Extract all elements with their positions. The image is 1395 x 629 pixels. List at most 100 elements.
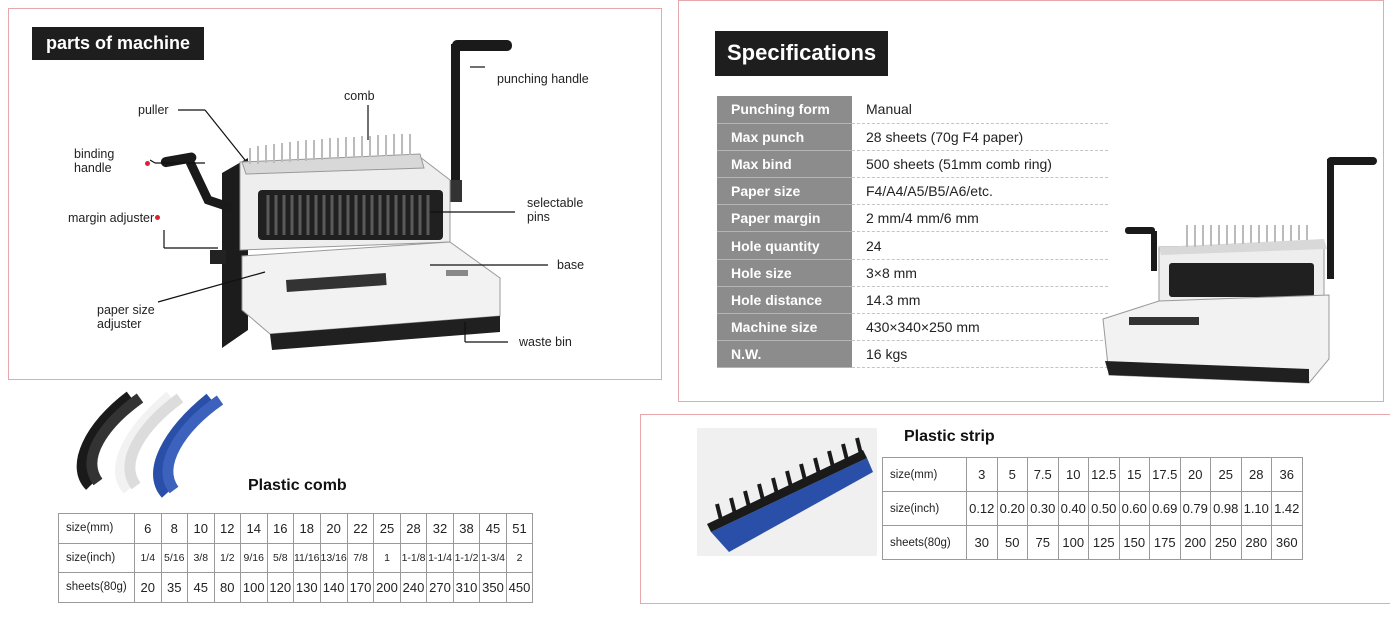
spec-key: Hole size [717, 259, 852, 287]
table-cell: 250 [1210, 525, 1242, 560]
table-cell: 45 [187, 572, 215, 603]
table-cell: 0.50 [1088, 491, 1120, 526]
table-cell: 13/16 [319, 542, 348, 573]
table-cell: 170 [346, 572, 375, 603]
row-header: size(inch) [58, 542, 135, 573]
table-cell: 12.5 [1088, 457, 1120, 492]
table-cell: 0.69 [1149, 491, 1181, 526]
table-cell: 2 [505, 542, 534, 573]
table-cell: 25 [1210, 457, 1242, 492]
spec-key: Hole distance [717, 286, 852, 315]
table-cell: 12 [213, 513, 241, 544]
table-cell: 50 [996, 525, 1028, 560]
table-cell: 100 [1057, 525, 1089, 560]
table-cell: 130 [293, 572, 321, 603]
spec-value: 28 sheets (70g F4 paper) [852, 123, 1108, 151]
table-cell: 200 [373, 572, 401, 603]
table-cell: 3/8 [187, 542, 215, 573]
row-header: sheets(80g) [58, 572, 135, 603]
table-cell: 1-1/8 [399, 542, 428, 573]
table-cell: 14 [240, 513, 268, 544]
spec-value: 430×340×250 mm [852, 313, 1108, 342]
row-header: sheets(80g) [882, 525, 967, 560]
table-cell: 1-3/4 [479, 542, 507, 573]
table-cell: 20 [134, 572, 162, 603]
spec-value: 14.3 mm [852, 286, 1108, 315]
table-cell: 360 [1271, 525, 1303, 560]
table-cell: 1.10 [1240, 491, 1272, 526]
label-margin-adjuster: margin adjuster [68, 211, 155, 225]
label-binding-handle-dot [145, 161, 150, 166]
table-cell: 28 [1240, 457, 1272, 492]
table-cell: 240 [399, 572, 428, 603]
table-cell: 5/16 [160, 542, 188, 573]
table-cell: 38 [452, 513, 481, 544]
table-cell: 10 [1057, 457, 1089, 492]
table-cell: 1/2 [213, 542, 241, 573]
table-cell: 140 [319, 572, 348, 603]
spec-value: F4/A4/A5/B5/A6/etc. [852, 177, 1108, 206]
table-cell: 7.5 [1027, 457, 1059, 492]
plastic-comb-image [76, 391, 224, 498]
table-cell: 0.20 [996, 491, 1028, 526]
table-cell: 80 [213, 572, 241, 603]
table-cell: 1 [373, 542, 401, 573]
table-cell: 310 [452, 572, 481, 603]
spec-value: 3×8 mm [852, 259, 1108, 287]
table-cell: 10 [187, 513, 215, 544]
spec-key: Hole quantity [717, 231, 852, 260]
table-cell: 0.98 [1210, 491, 1242, 526]
table-cell: 200 [1179, 525, 1211, 560]
spec-key: Machine size [717, 313, 852, 342]
specifications-title: Specifications [715, 31, 889, 76]
table-cell: 5/8 [266, 542, 294, 573]
parts-title: parts of machine [32, 27, 205, 60]
spec-key: Paper margin [717, 204, 852, 233]
spec-value: 24 [852, 231, 1108, 260]
table-cell: 280 [1240, 525, 1272, 560]
table-cell: 32 [426, 513, 454, 544]
table-cell: 36 [1271, 457, 1303, 492]
table-cell: 51 [505, 513, 534, 544]
table-cell: 16 [266, 513, 294, 544]
label-waste-bin: waste bin [519, 335, 572, 349]
table-cell: 17.5 [1149, 457, 1181, 492]
spec-key: Max bind [717, 150, 852, 179]
table-cell: 9/16 [240, 542, 268, 573]
table-cell: 5 [996, 457, 1028, 492]
label-base: base [557, 258, 585, 272]
table-cell: 1.42 [1271, 491, 1303, 526]
spec-value: Manual [852, 96, 1108, 124]
table-cell: 25 [373, 513, 401, 544]
table-cell: 150 [1118, 525, 1150, 560]
table-cell: 1-1/4 [426, 542, 454, 573]
spec-key: Max punch [717, 123, 852, 151]
table-cell: 350 [479, 572, 507, 603]
table-cell: 1-1/2 [452, 542, 481, 573]
table-cell: 45 [479, 513, 507, 544]
table-cell: 35 [160, 572, 188, 603]
table-cell: 75 [1027, 525, 1059, 560]
row-header: size(mm) [882, 457, 967, 492]
table-cell: 450 [505, 572, 534, 603]
spec-value: 2 mm/4 mm/6 mm [852, 204, 1108, 233]
table-cell: 11/16 [293, 542, 321, 573]
table-cell: 15 [1118, 457, 1150, 492]
table-cell: 30 [966, 525, 998, 560]
binding-machine-thumbnail [1102, 157, 1377, 384]
label-margin-adjuster-dot [155, 215, 160, 220]
